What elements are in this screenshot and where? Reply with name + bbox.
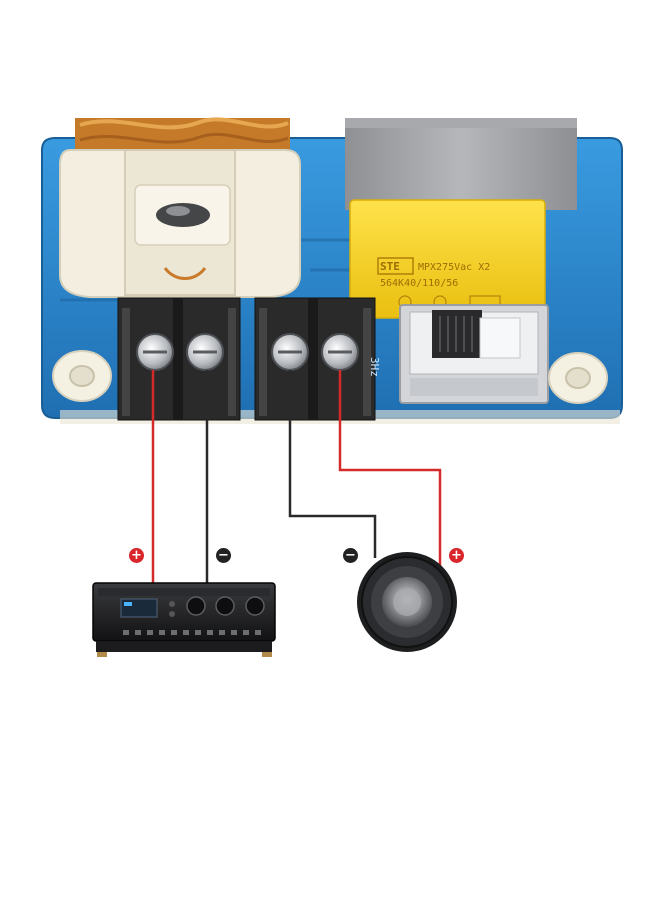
terminal-block-output xyxy=(254,297,376,421)
mounting-post-right xyxy=(548,352,608,404)
capacitor-code: 564K40/110/56 xyxy=(380,278,458,289)
plus-icon: + xyxy=(449,548,464,563)
capacitor-rating: MPX275Vac X2 xyxy=(418,262,490,273)
minus-icon: − xyxy=(216,548,231,563)
selector-switch xyxy=(399,304,549,404)
speaker-icon xyxy=(357,552,457,652)
minus-icon: − xyxy=(343,548,358,563)
frequency-label: 3Hz xyxy=(368,357,381,377)
plus-icon: + xyxy=(129,548,144,563)
inductor-coil xyxy=(59,117,301,298)
film-capacitor-grey xyxy=(345,118,577,210)
wiring xyxy=(151,370,442,585)
terminal-block-input xyxy=(117,297,241,421)
x2-capacitor: STE MPX275Vac X2 564K40/110/56 xyxy=(349,199,546,319)
mounting-post-left xyxy=(52,350,112,402)
amplifier-icon xyxy=(92,582,276,657)
wire-speaker-negative xyxy=(288,370,377,558)
wire-speaker-positive xyxy=(338,370,442,572)
capacitor-brand: STE xyxy=(380,260,400,273)
